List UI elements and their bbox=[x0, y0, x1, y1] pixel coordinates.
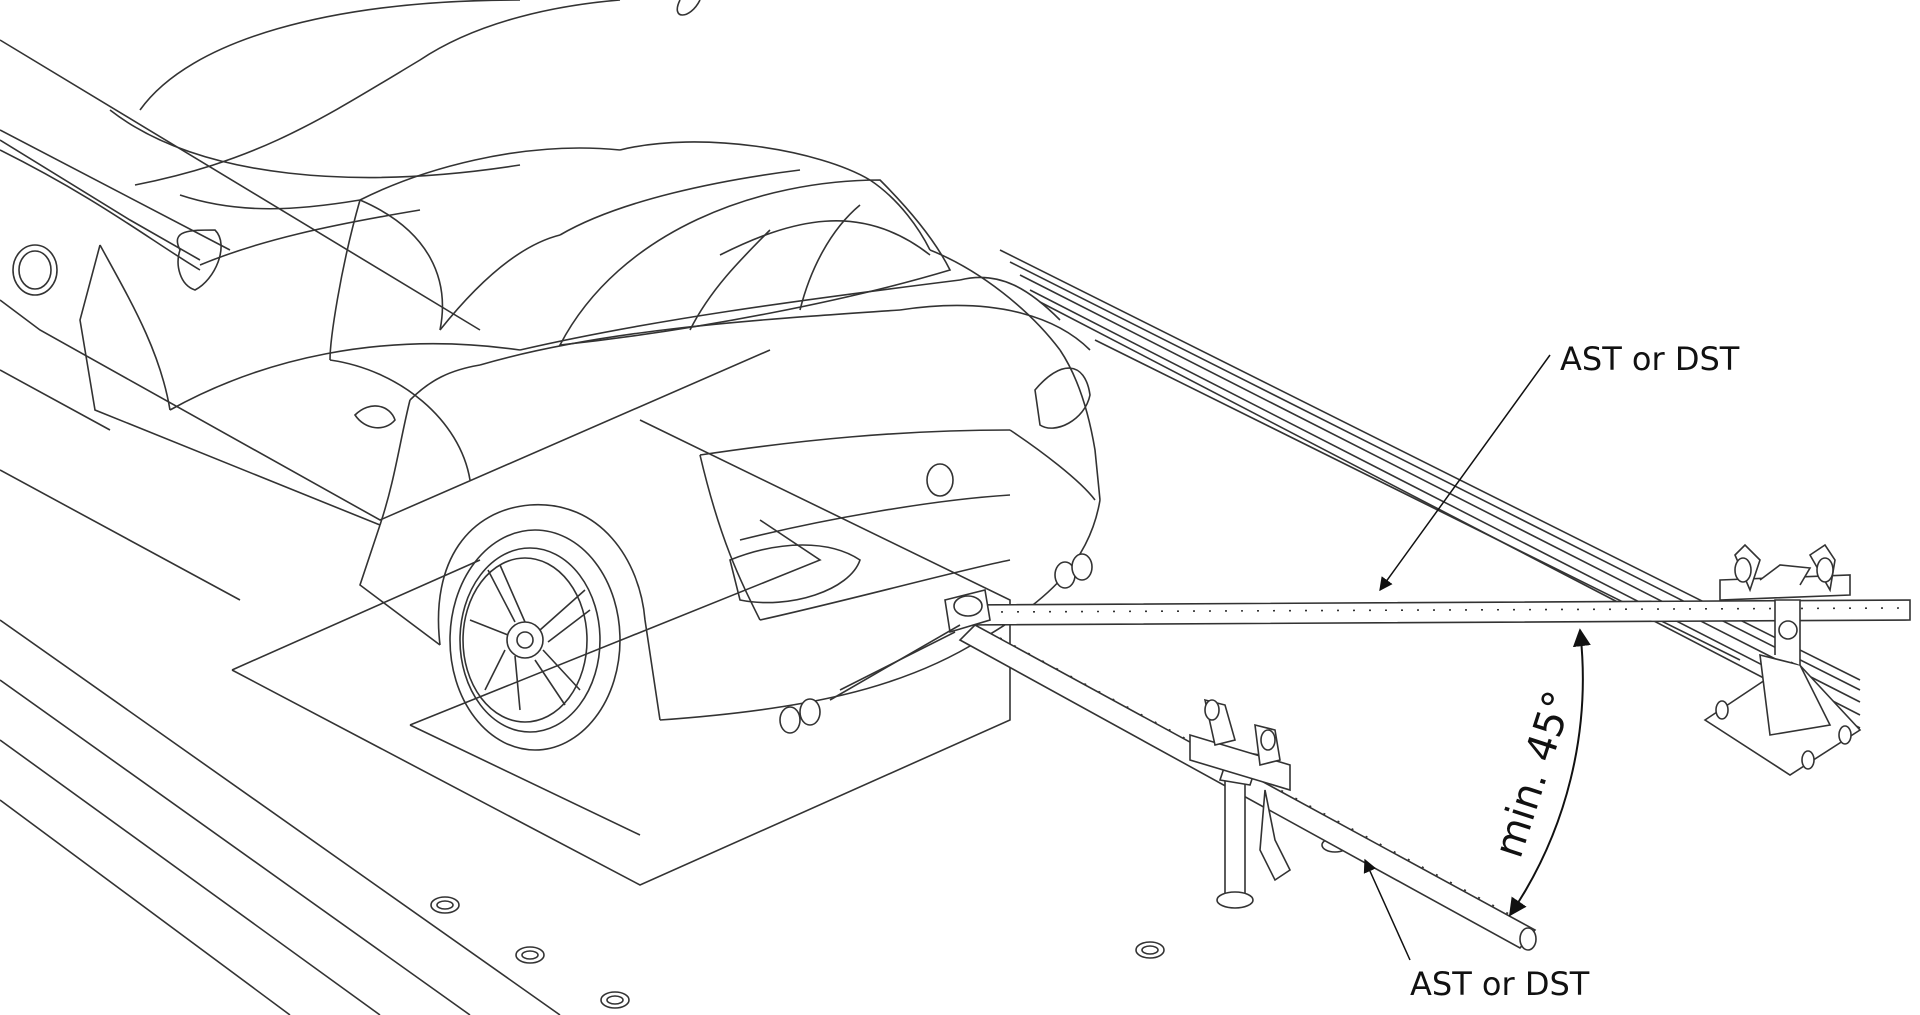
side-mirror bbox=[12, 229, 222, 296]
upper-callout-label: AST or DST bbox=[1560, 340, 1740, 378]
rear-wheel bbox=[449, 529, 621, 751]
upper-callout-leader: AST or DST bbox=[1379, 340, 1740, 592]
lower-callout-label: AST or DST bbox=[1410, 965, 1590, 1003]
rear-window bbox=[558, 179, 952, 346]
tail-lights bbox=[729, 367, 1091, 604]
right-stand bbox=[1703, 543, 1862, 776]
door-handle bbox=[353, 405, 396, 429]
left-stand bbox=[1189, 698, 1292, 909]
car bbox=[0, 0, 1101, 721]
longitudinal-beam bbox=[958, 624, 1537, 951]
floor-plate bbox=[0, 39, 771, 1015]
angle-label: min. 45° bbox=[1486, 686, 1583, 864]
wheel-plate bbox=[231, 419, 1011, 886]
exhaust-pipes bbox=[779, 553, 1093, 734]
beam-hub bbox=[829, 589, 991, 701]
floor-holes bbox=[430, 837, 1349, 1009]
rails bbox=[999, 249, 1861, 729]
lower-callout-leader: AST or DST bbox=[1363, 858, 1590, 1003]
angle-dimension: min. 45° bbox=[1486, 628, 1591, 917]
transverse-beam bbox=[959, 599, 1911, 626]
